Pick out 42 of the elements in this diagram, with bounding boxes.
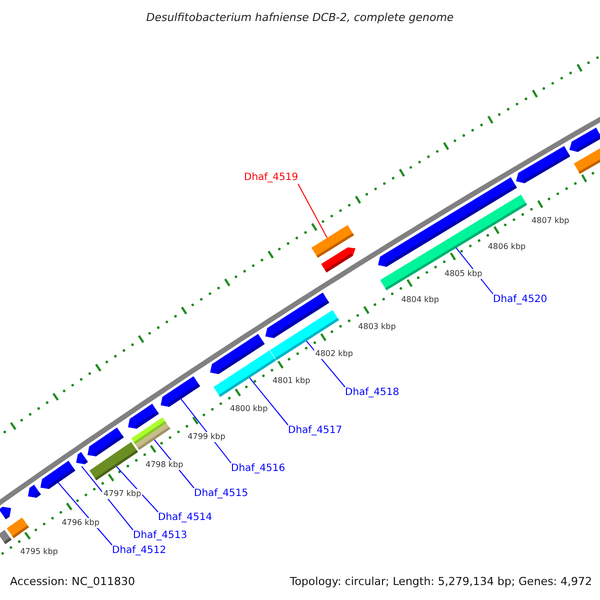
gene-block [160, 376, 200, 407]
scale-label: 4796 kbp [60, 518, 100, 528]
scale-label: 4800 kbp [228, 404, 269, 414]
scale-label: 4805 kbp [443, 268, 484, 279]
scale-label: 4801 kbp [272, 376, 312, 386]
scale-label: 4797 kbp [102, 489, 142, 500]
gene-label: Dhaf_4512 [112, 545, 166, 557]
gene-block [516, 146, 570, 184]
gene-label: Dhaf_4516 [231, 463, 286, 475]
gene-label: Dhaf_4514 [158, 512, 212, 524]
gene-block [88, 428, 124, 456]
leader-line [116, 466, 158, 512]
gene-label: Dhaf_4515 [194, 488, 248, 500]
title: Desulfitobacterium hafniense DCB-2, complete genome [146, 10, 454, 26]
gene-label: Dhaf_4519 [244, 172, 298, 184]
gene-block [0, 506, 12, 520]
leader-line [298, 184, 328, 238]
scale-label: 4798 kbp [144, 460, 184, 470]
scale-label: 4799 kbp [186, 432, 226, 442]
scale-label: 4803 kbp [357, 322, 397, 332]
gene-block [40, 460, 76, 489]
gene-block [28, 484, 41, 498]
gene-block [569, 128, 600, 152]
gene-block [210, 334, 265, 374]
gene-bar [311, 225, 354, 258]
leader-line [81, 466, 134, 530]
scale-label: 4802 kbp [314, 349, 354, 360]
scale-label: 4807 kbp [530, 216, 570, 226]
genome-info-text: Topology: circular; Length: 5,279,134 bp; Genes: 4,972 [290, 574, 592, 590]
leader-line [248, 377, 288, 426]
accession-text: Accession: NC_011830 [10, 574, 136, 590]
gene-label: Dhaf_4518 [345, 387, 400, 399]
scale-label: 4806 kbp [486, 242, 527, 252]
gene-label: Dhaf_4517 [288, 425, 342, 437]
gene-block [128, 404, 159, 429]
scale-label: 4804 kbp [400, 295, 440, 306]
gene-label: Dhaf_4520 [493, 294, 548, 306]
gene-label: Dhaf_4513 [133, 530, 188, 542]
scale-label: 4795 kbp [19, 547, 59, 558]
gene-block [265, 292, 330, 338]
gene-block [76, 452, 88, 464]
gene-bar [6, 518, 29, 538]
